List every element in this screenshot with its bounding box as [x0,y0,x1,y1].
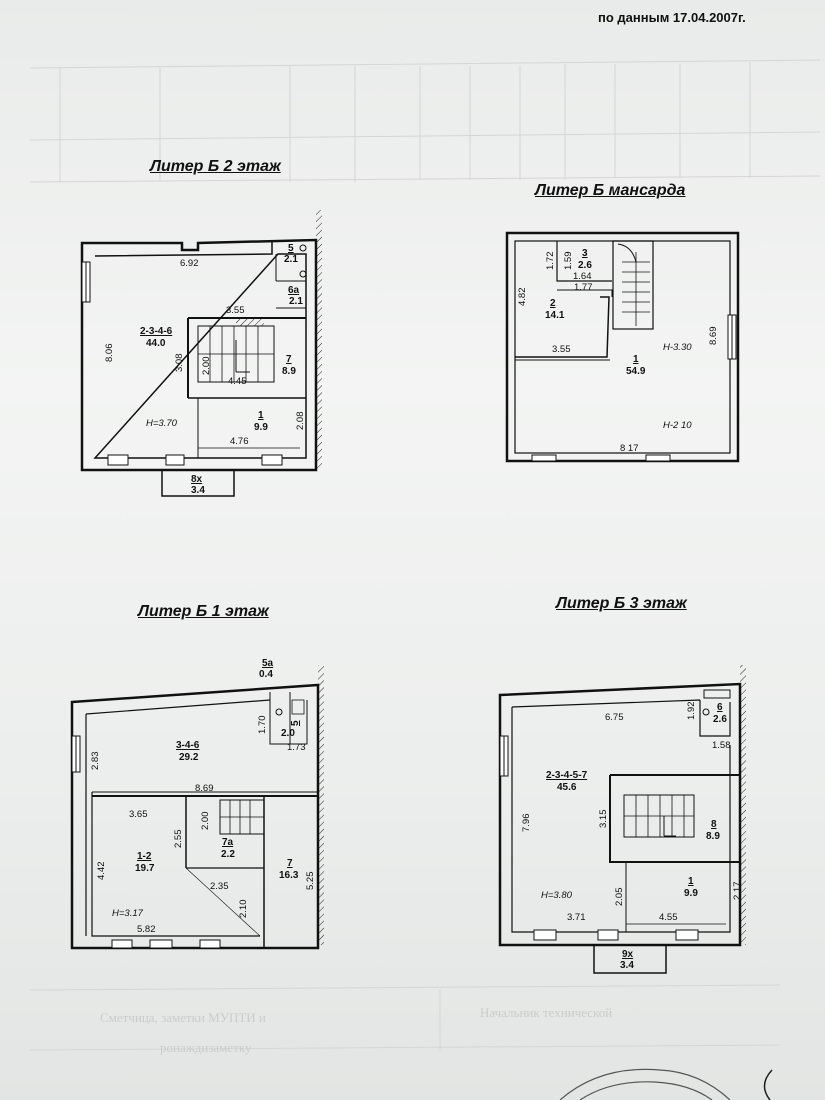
dim-f3-192: 1.92 [686,702,697,721]
dim-f2-355: 3.55 [226,305,245,316]
room-f2-7-id: 7 [286,354,292,365]
dim-f3-796: 7.96 [521,814,532,833]
plan-floor2 [80,210,322,497]
plan-floor3 [498,665,746,974]
room-f2-8x-area: 3.4 [191,485,205,496]
dim-f2-806: 8.06 [104,344,115,363]
room-f2-big-id: 2-3-4-6 [140,326,173,337]
title-floor3: Литер Б 3 этаж [556,595,687,612]
height-f3: Н=3.80 [541,890,573,901]
room-f1-12-area: 19.7 [135,863,155,874]
room-f3-9x-id: 9х [622,949,634,960]
dim-f1-283: 2.83 [90,752,101,771]
dim-f1-255: 2.55 [173,830,184,849]
title-floor1: Литер Б 1 этаж [138,603,269,620]
dim-f1-210: 2.10 [238,900,249,919]
room-f3-9x-area: 3.4 [620,960,634,971]
room-f2-1-id: 1 [258,410,264,421]
dim-at-164: 1.64 [573,271,592,282]
dim-at-869: 8.69 [708,327,719,346]
dim-f3-217: 2.17 [732,882,743,901]
dim-f1-170: 1.70 [257,716,268,735]
dim-f1-235: 2.35 [210,881,229,892]
room-at-1-area: 54.9 [626,366,646,377]
room-f3-1-area: 9.9 [684,888,698,899]
height-at-1: Н-3.30 [663,342,692,353]
room-f1-5-id: 5 [290,720,301,726]
room-f3-6-id: 6 [717,702,723,713]
room-f2-6a-id: 6а [288,285,300,296]
dim-f3-455: 4.55 [659,912,678,923]
room-f3-big-area: 45.6 [557,782,577,793]
height-f2: Н=3.70 [146,418,178,429]
room-f1-346-area: 29.2 [179,752,199,763]
room-f3-6-area: 2.6 [713,714,727,725]
dim-f2-692: 6.92 [180,258,199,269]
room-f3-8-id: 8 [711,819,717,830]
room-f1-7-area: 16.3 [279,870,299,881]
dim-f3-371: 3.71 [567,912,586,923]
height-f1: Н=3.17 [112,908,144,919]
dim-f1-525: 5.25 [305,872,316,891]
dim-f2-308: 3.08 [174,354,185,373]
ghost-text-3: ронаждизаметку [160,1040,252,1055]
dim-f3-158: 1.58 [712,740,731,751]
dim-at-172: 1.72 [545,252,556,271]
stamp-icon [559,1068,731,1100]
room-at-1-id: 1 [633,354,639,365]
dim-at-817: 8 17 [620,443,639,454]
dim-f2-208: 2.08 [295,412,306,431]
room-at-2-area: 14.1 [545,310,565,321]
ghost-text-2: Начальник технической [480,1005,613,1020]
room-f1-7a-area: 2.2 [221,849,235,860]
dim-f1-582: 5.82 [137,924,156,935]
dim-f3-205: 2.05 [614,888,625,907]
room-at-3-area: 2.6 [578,260,592,271]
room-f1-346-id: 3-4-6 [176,740,200,751]
dim-f1-200: 2.00 [200,812,211,831]
dim-f1-365: 3.65 [129,809,148,820]
dim-at-159: 1.59 [563,252,574,271]
dim-f2-445: 4.45 [228,376,247,387]
room-f3-1-id: 1 [688,876,694,887]
title-floor2: Литер Б 2 этаж [150,158,281,175]
room-f3-8-area: 8.9 [706,831,720,842]
room-f1-7a-id: 7а [222,837,234,848]
room-f2-8x-id: 8х [191,474,203,485]
room-f1-7-id: 7 [287,858,293,869]
room-f2-7-area: 8.9 [282,366,296,377]
room-f1-5a-id: 5а [262,658,274,669]
header-date: по данным 17.04.2007г. [598,10,746,25]
room-f1-12-id: 1-2 [137,851,152,862]
dim-f3-675: 6.75 [605,712,624,723]
signature-mark [763,1069,773,1100]
ghost-text-1: Сметчица, заметки МУПТИ и [100,1010,266,1025]
title-attic: Литер Б мансарда [535,182,686,199]
dim-at-177: 1.77 [574,282,593,293]
room-f2-big-area: 44.0 [146,338,166,349]
plan-attic [505,231,740,463]
room-f2-1-area: 9.9 [254,422,268,433]
room-at-3-id: 3 [582,248,588,259]
room-f1-5a-area: 0.4 [259,669,273,680]
dim-at-482: 4.82 [517,288,528,307]
room-f1-5-area: 2.0 [281,728,295,739]
dim-f3-315: 3.15 [598,810,609,829]
dim-f1-173: 1.73 [287,742,306,753]
room-at-2-id: 2 [550,298,556,309]
dim-at-355: 3.55 [552,344,571,355]
dim-f2-200: 2.00 [201,357,212,376]
dim-f1-442: 4.42 [96,862,107,881]
plan-floor1 [70,665,324,950]
room-f2-6a-area: 2.1 [289,296,303,307]
height-at-2: Н-2 10 [663,420,692,431]
room-f3-big-id: 2-3-4-5-7 [546,770,588,781]
room-f2-5-area: 2.1 [284,254,298,265]
dim-f1-869: 8.69 [195,783,214,794]
dim-f2-476: 4.76 [230,436,249,447]
room-f2-5-id: 5 [288,243,294,254]
